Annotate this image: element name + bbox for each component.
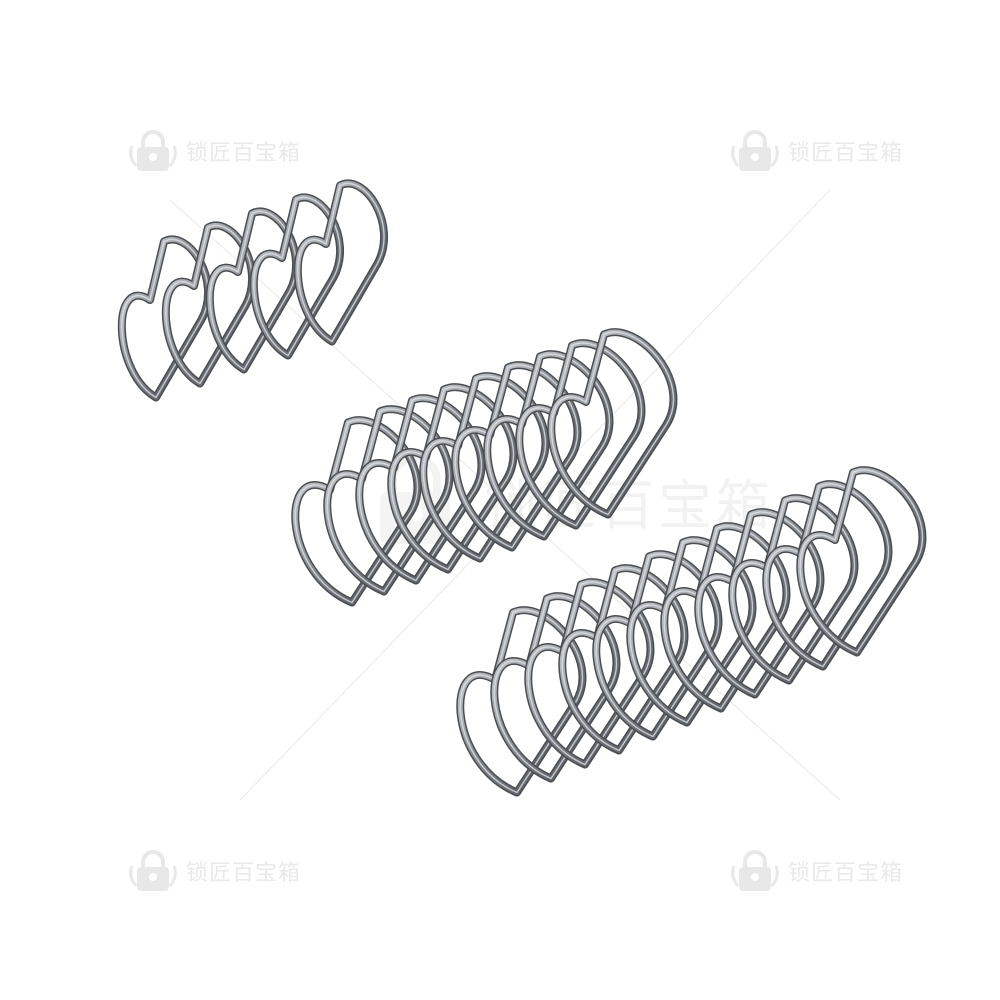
spring-coil-highlight (209, 210, 297, 371)
watermark-text: 锁匠百宝箱 (186, 141, 302, 166)
spring-coil-highlight (165, 224, 253, 385)
spring-coil-highlight (253, 196, 341, 357)
watermark-top-right: 锁匠百宝箱 (730, 128, 903, 174)
spring-coil-highlight (550, 331, 674, 516)
watermark-text: 锁匠百宝箱 (788, 141, 904, 166)
watermark-text: 锁匠百宝箱 (788, 861, 904, 886)
spring-coil-highlight (799, 469, 923, 654)
watermark-bottom-right: 锁匠百宝箱 (730, 848, 903, 894)
watermark-text: 锁匠百宝箱 (186, 861, 302, 886)
lock-logo-icon (129, 130, 177, 171)
large-spring (456, 466, 927, 797)
lock-logo-icon (731, 850, 779, 891)
lock-logo-icon (129, 850, 177, 891)
medium-spring (291, 328, 678, 607)
lock-logo-icon (731, 130, 779, 171)
spring-coil-highlight (297, 182, 385, 343)
watermark-bottom-left: 锁匠百宝箱 (128, 848, 301, 894)
spring-coil-highlight (121, 238, 209, 399)
watermark-top-left: 锁匠百宝箱 (128, 128, 301, 174)
small-spring (117, 179, 388, 402)
